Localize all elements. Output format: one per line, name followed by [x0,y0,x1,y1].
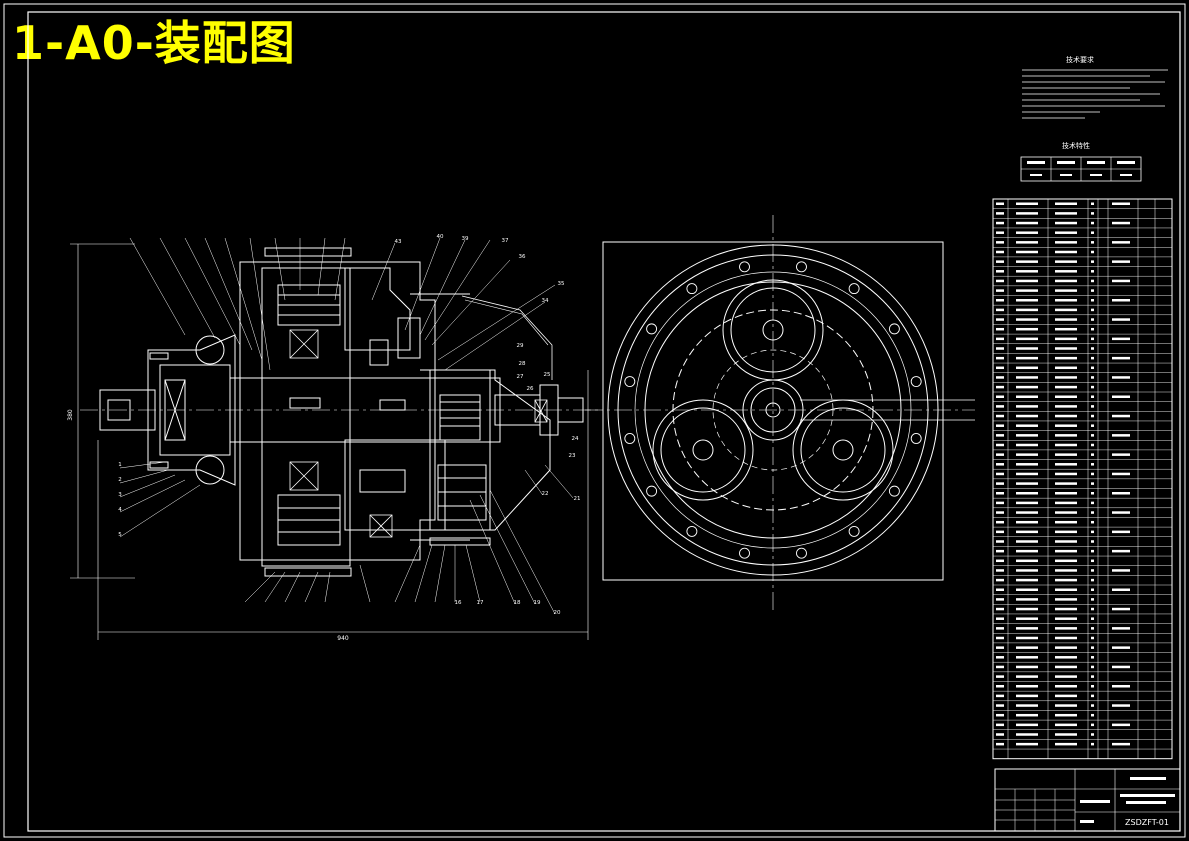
drawing-title: 1-A0-装配图 [12,16,296,70]
part-balloon: 3 [118,492,122,498]
outer-frame [3,3,1186,838]
bolt-hole-icon [739,261,750,273]
part-balloon: 26 [527,386,534,392]
technical-requirements: 技术要求 [1022,55,1168,119]
part-balloon: 35 [558,281,565,287]
part-balloon: 29 [517,343,524,349]
tech-characteristics-title: 技术特性 [1062,141,1090,150]
part-balloon: 24 [572,436,579,442]
part-balloon: 17 [477,600,484,606]
side-view [585,215,975,612]
part-balloon: 36 [519,254,526,260]
part-balloon: 43 [395,239,402,245]
part-balloon: 18 [514,600,521,606]
dimension-height: 380 [67,409,74,421]
part-balloon: 21 [574,496,581,502]
inner-frame [27,11,1181,832]
bolt-hole-icon [796,547,807,559]
bolt-hole-icon [624,433,636,444]
part-balloon: 23 [569,453,576,459]
bolt-hole-icon [624,376,636,387]
part-balloon: 4 [118,507,122,513]
part-balloon: 25 [544,372,551,378]
part-balloon: 34 [542,298,549,304]
part-balloon: 27 [517,374,524,380]
part-balloon: 37 [502,238,509,244]
bolt-hole-icon [646,485,658,497]
part-balloon: 1 [118,462,122,468]
bolt-holes [624,261,922,559]
bolt-hole-icon [848,525,860,537]
dimension-width: 940 [337,635,349,642]
part-balloon: 16 [455,600,462,606]
part-balloon: 22 [542,491,549,497]
parts-list-table [992,198,1173,760]
technical-characteristics: 技术特性 [1020,141,1142,182]
tech-requirements-title: 技术要求 [1066,55,1094,64]
bolt-hole-icon [796,261,807,273]
section-view [70,243,600,640]
part-balloon: 20 [554,610,561,616]
bolt-hole-icon [848,283,860,295]
part-balloon: 39 [462,236,469,242]
bolt-hole-icon [739,547,750,559]
bolt-hole-icon [686,283,698,295]
bolt-hole-icon [888,485,900,497]
part-balloon: 28 [519,361,526,367]
drawing-number: ZSDZFT-01 [1125,818,1169,827]
title-block: ZSDZFT-01 [994,768,1181,832]
part-balloon: 5 [118,532,122,538]
bolt-hole-icon [646,323,658,335]
part-balloon: 2 [118,477,122,483]
part-balloon: 40 [437,234,444,240]
bolt-hole-icon [686,525,698,537]
leader-lines [119,237,574,615]
part-balloon: 19 [534,600,541,606]
bolt-hole-icon [910,376,922,387]
bolt-hole-icon [888,323,900,335]
bolt-hole-icon [910,433,922,444]
